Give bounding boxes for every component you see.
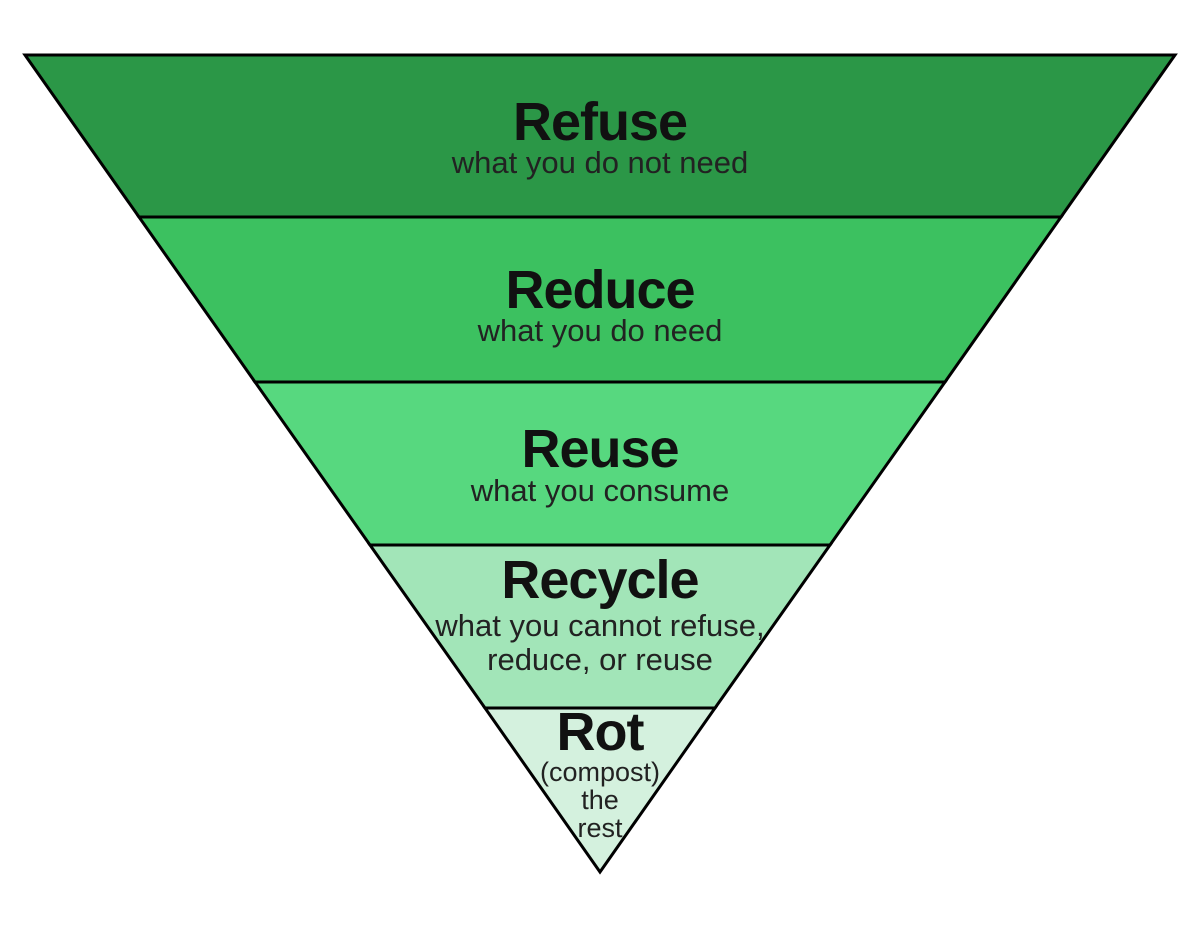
tier-recycle-description-line1: what you cannot refuse, [434,608,764,643]
tier-reduce-label: Reduce [505,260,694,320]
tier-recycle: Recycle what you cannot refuse, reduce, … [367,543,833,710]
tier-rot-shape [482,706,718,875]
tier-rot-description-line2: the [581,785,619,815]
tier-refuse-description: what you do not need [451,145,748,180]
tier-rot-label: Rot [557,702,645,762]
tier-reuse-description: what you consume [470,473,729,508]
tier-refuse: Refuse what you do not need [22,53,1178,219]
tier-rot-description-line1: (compost) [540,757,660,787]
tier-rot: Rot (compost) the rest [482,702,718,875]
tier-rot-description-line3: rest [577,813,623,843]
tier-recycle-label: Recycle [501,550,698,610]
tier-reduce-description: what you do need [477,313,723,348]
tier-refuse-label: Refuse [513,92,687,152]
tier-reuse: Reuse what you consume [252,380,948,547]
tier-reduce: Reduce what you do need [136,215,1064,384]
tier-recycle-description-line2: reduce, or reuse [487,642,713,677]
tier-reuse-label: Reuse [521,419,678,479]
